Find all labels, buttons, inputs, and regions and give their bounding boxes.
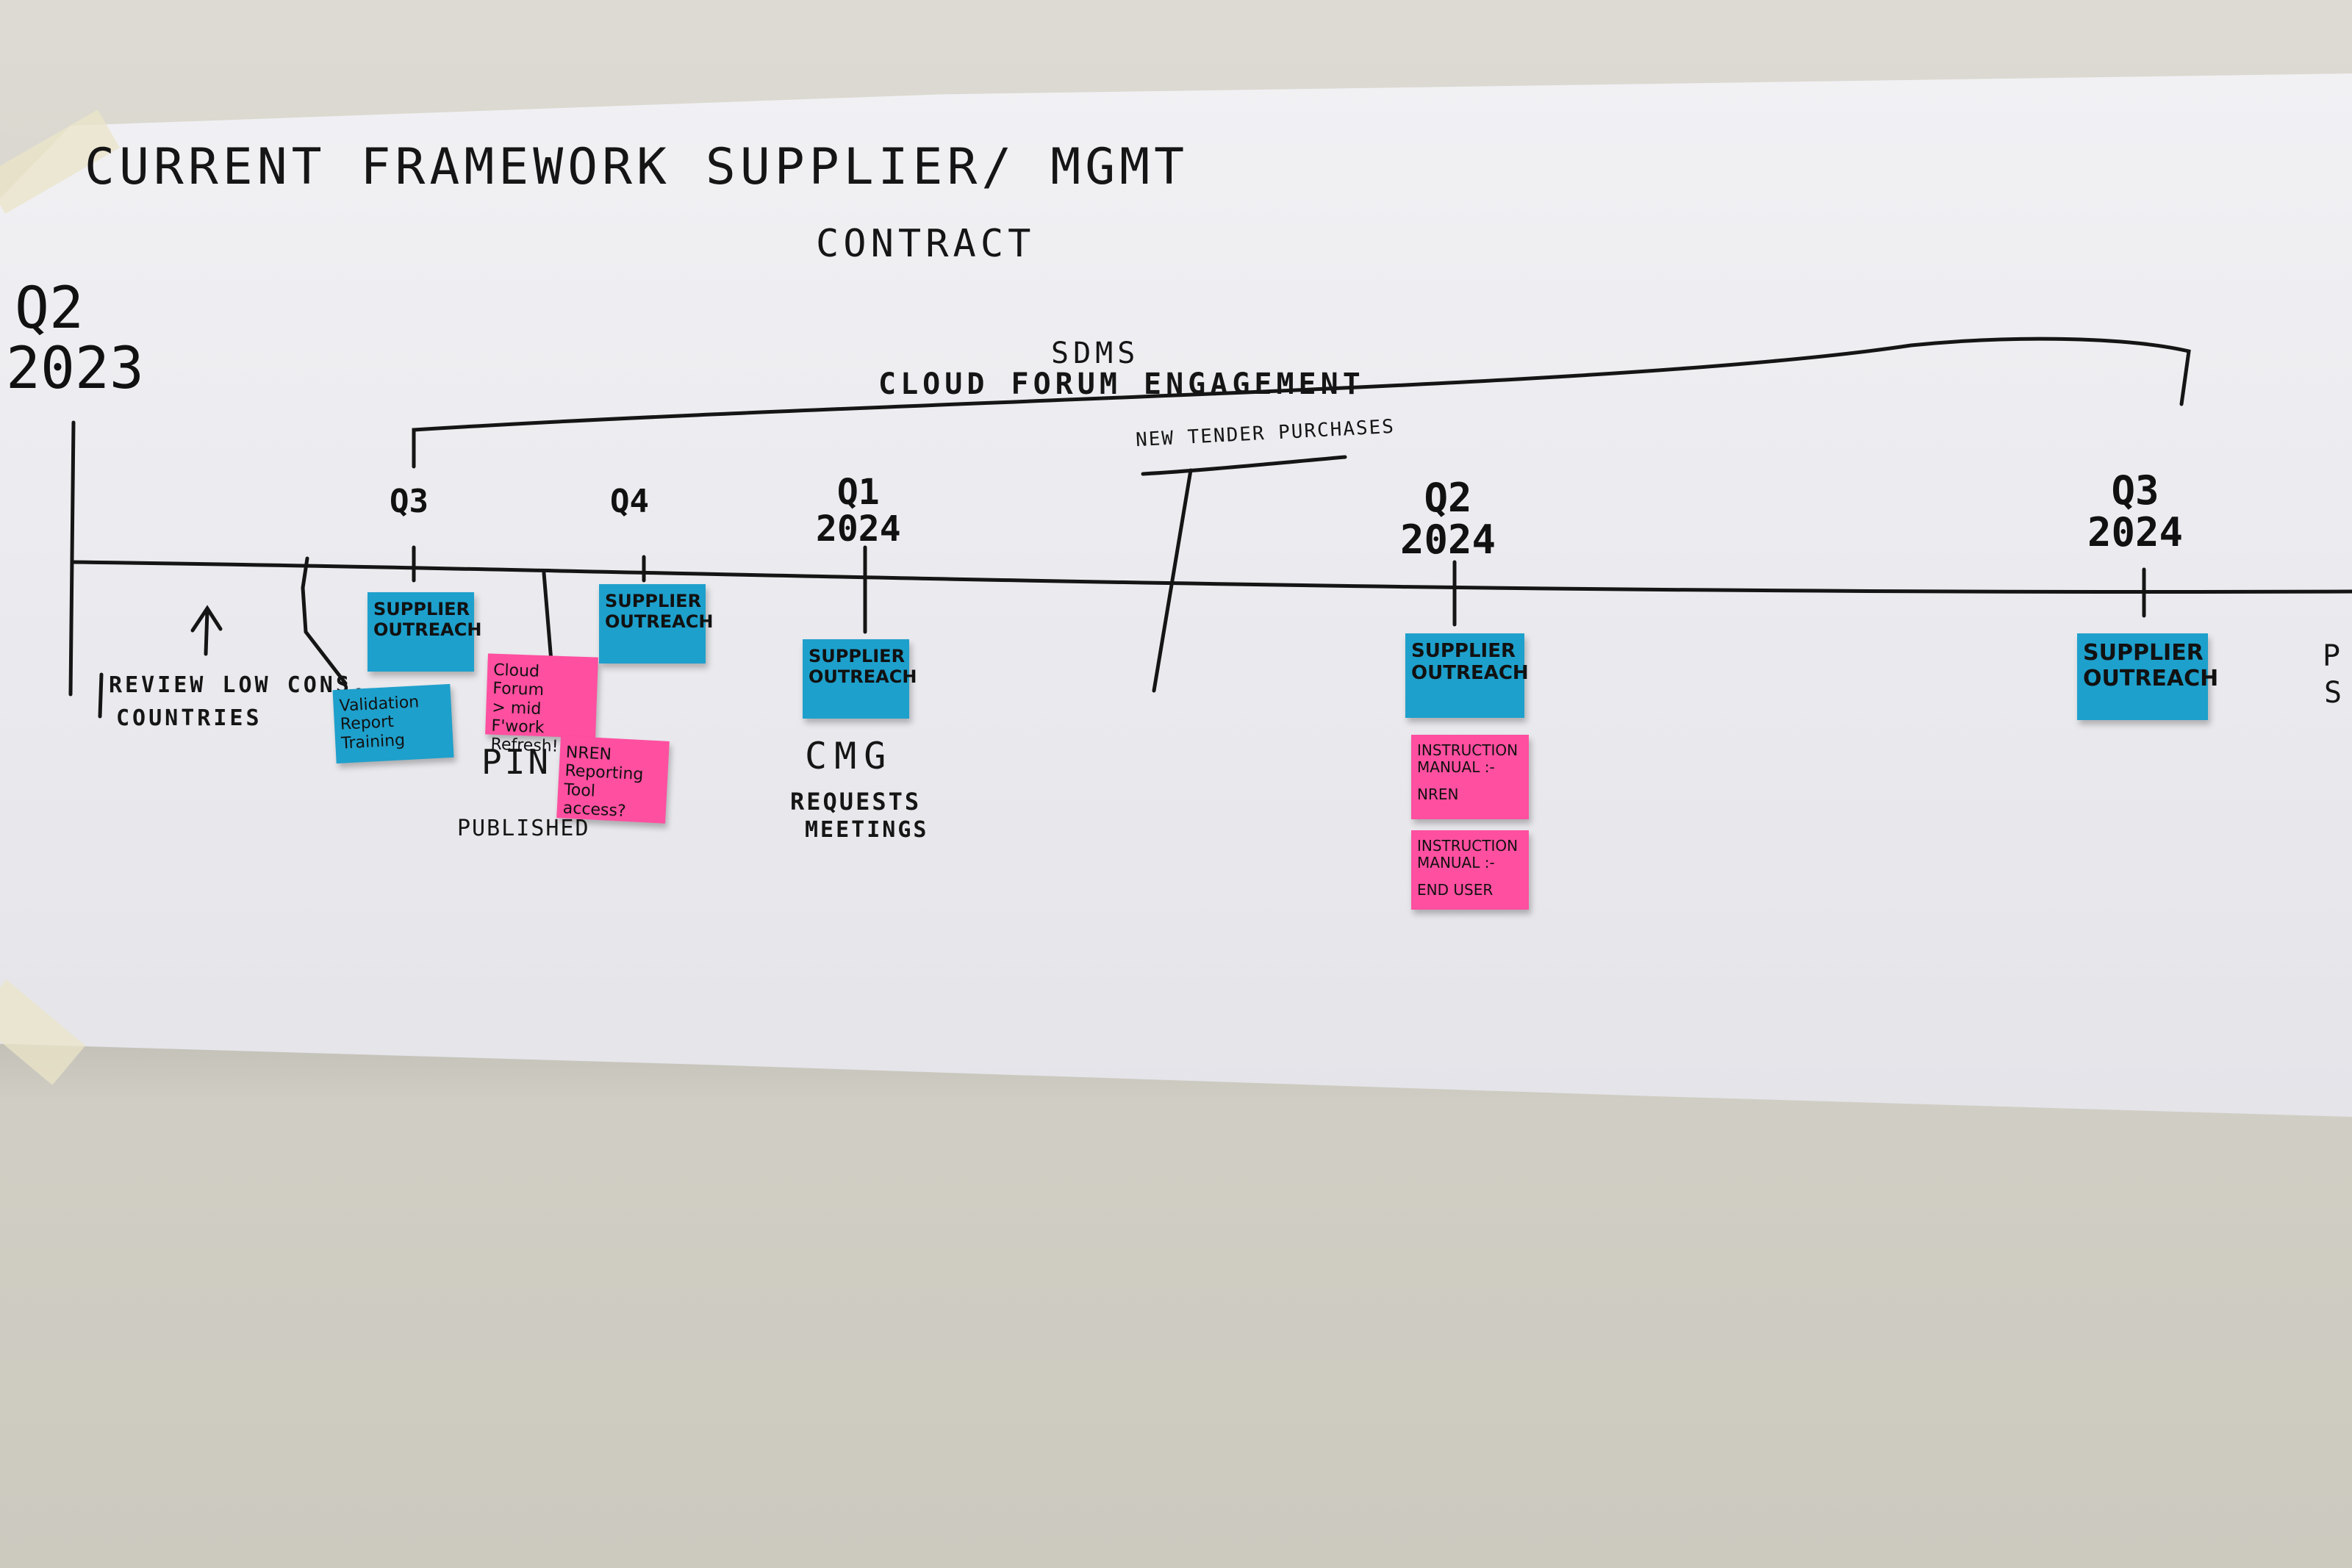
review-note-line2: COUNTRIES [116,705,262,731]
pin-label: PIN [481,742,552,782]
note-line: OUTREACH [373,619,482,640]
quarter-q1-2024: Q1 2024 [816,474,901,548]
sticky-note-manual-end-user: INSTRUCTION MANUAL :- END USER [1411,830,1529,910]
sticky-note-q2-supplier-outreach: SUPPLIER OUTREACH [1405,633,1529,718]
review-note-line1: REVIEW LOW CONS. [109,672,368,698]
note-line: SUPPLIER [373,599,470,619]
start-quarter-label: Q2 [15,276,84,342]
divider-right [542,571,553,663]
edge-fragment-1: P [2323,639,2345,673]
note-line: END USER [1417,881,1494,899]
cmg-sub1: REQUESTS [790,788,922,816]
note-line: MANUAL :- [1417,758,1495,776]
sticky-note-validation-training: Validation Report Training [332,683,454,764]
published-label: PUBLISHED [457,816,590,841]
sticky-note-q4-supplier-outreach: SUPPLIER OUTREACH [599,584,714,663]
edge-fragment-2: S [2324,676,2347,710]
note-line: Cloud Forum [492,661,545,700]
board-title: CURRENT FRAMEWORK SUPPLIER/ MGMT [85,138,1189,196]
sticky-note-q3-2024-supplier-outreach: SUPPLIER OUTREACH [2077,633,2219,720]
divider-left [301,556,348,686]
review-note: REVIEW LOW CONS. COUNTRIES [109,669,368,735]
note-line: Tool access? [562,780,627,821]
board-subtitle: CONTRACT [816,222,1036,266]
note-line: OUTREACH [2083,665,2219,691]
timeline-axis [71,560,2352,594]
quarter-label: Q4 [610,483,649,520]
start-quarter: Q2 2023 [6,276,144,400]
tender-stem [1152,468,1193,693]
bracket-top-label: SDMS [1051,337,1140,370]
tender-underline [1141,455,1347,476]
engagement-bracket [412,337,2191,469]
sticky-note-nren-reporting: NREN Reporting Tool access? [556,736,670,824]
note-line: INSTRUCTION [1417,741,1519,759]
note-line: SUPPLIER [808,646,906,666]
start-quarter-year: 2023 [6,335,144,402]
note-line: INSTRUCTION [1417,837,1519,855]
review-bar [98,672,104,719]
cmg-label: CMG [805,735,894,777]
note-line: SUPPLIER [605,591,702,611]
note-line: OUTREACH [1411,661,1529,684]
review-arrow [190,605,223,656]
quarter-label: Q3 [390,483,429,520]
quarter-year: 2024 [2087,508,2184,555]
sticky-note-manual-nren: INSTRUCTION MANUAL :- NREN [1411,735,1529,819]
quarter-label: Q1 [836,472,880,513]
note-line: > mid F'work [491,698,545,738]
sticky-note-cloud-forum: Cloud Forum > mid F'work Refresh! [485,653,598,756]
note-line: OUTREACH [605,611,714,632]
quarter-label: Q3 [2111,467,2159,514]
bracket-label: CLOUD FORUM ENGAGEMENT [878,367,1365,401]
note-line: SUPPLIER [2083,640,2204,666]
quarter-year: 2024 [1400,516,1496,563]
sticky-note-q1-supplier-outreach: SUPPLIER OUTREACH [803,639,917,719]
note-line: OUTREACH [808,666,917,687]
quarter-q3-2024: Q3 2024 [2087,470,2183,553]
start-marker-line [68,420,76,697]
note-line: MANUAL :- [1417,854,1495,871]
quarter-q2-2024: Q2 2024 [1400,475,1496,563]
cmg-sub2: MEETINGS [805,817,929,843]
quarter-label: Q2 [1424,475,1472,521]
quarter-q4: Q4 [610,483,649,520]
sticky-note-q3-supplier-outreach: SUPPLIER OUTREACH [368,592,482,672]
quarter-q3: Q3 [390,483,429,520]
note-line: SUPPLIER [1411,640,1516,662]
quarter-year: 2024 [816,508,901,550]
note-line: NREN [1417,785,1459,803]
